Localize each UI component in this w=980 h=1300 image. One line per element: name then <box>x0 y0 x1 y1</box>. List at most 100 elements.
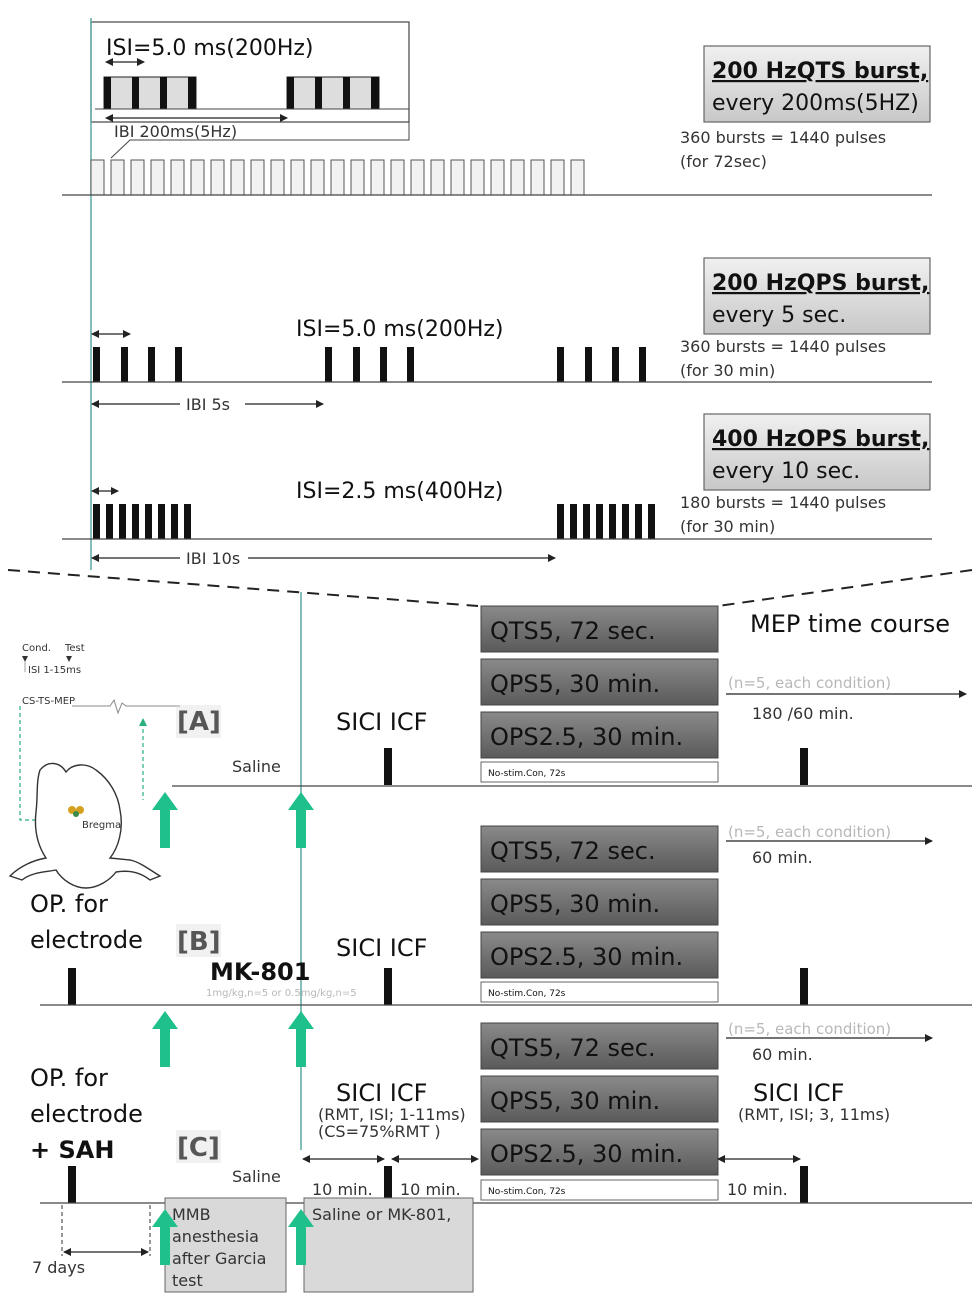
ops-pulse <box>622 504 629 539</box>
b-nostim-box <box>480 981 719 1003</box>
c-qps-box <box>480 1075 719 1123</box>
green-arrow-shaft <box>160 1025 170 1067</box>
qts-protocol-panel: ISI=5.0 ms(200Hz) IBI 200ms(5Hz) 200 HzQ… <box>62 18 932 570</box>
inset-test-label: Test <box>64 643 85 654</box>
qts-burst <box>450 159 465 196</box>
qts-title-line1: 200 HzQTS burst, <box>712 59 928 84</box>
qts-burst <box>410 159 425 196</box>
b-op-line2: electrode <box>30 926 143 954</box>
bregma-label: Bregma <box>82 820 121 831</box>
qts-burst <box>170 159 185 196</box>
qps-isi-label: ISI=5.0 ms(200Hz) <box>296 317 504 342</box>
c-interval1: 10 min. <box>312 1180 373 1199</box>
c-op-line1: OP. for <box>30 1064 108 1092</box>
c-qps-label: QPS5, 30 min. <box>490 1087 660 1115</box>
green-arrow-shaft <box>296 1025 306 1067</box>
green-arrow-shaft <box>160 806 170 848</box>
qts-burst <box>290 159 305 196</box>
c-interval2: 10 min. <box>400 1180 461 1199</box>
green-arrow-head <box>288 792 314 810</box>
qts-burst <box>490 159 505 196</box>
ops-isi-label: ISI=2.5 ms(400Hz) <box>296 479 504 504</box>
green-arrow-head <box>288 1011 314 1029</box>
ops-count: 180 bursts = 1440 pulses <box>680 493 886 512</box>
b-time-note: 60 min. <box>752 848 813 867</box>
zoom-dashed-right <box>717 569 973 607</box>
ops-pulse <box>609 504 616 539</box>
green-arrow-head <box>152 1011 178 1029</box>
c-op-line3: + SAH <box>30 1136 114 1164</box>
c-mmb-line3: after Garcia <box>172 1249 266 1268</box>
experiment-a-saline: Saline <box>232 757 281 776</box>
green-arrow-head <box>152 1209 178 1227</box>
qts-burst <box>230 159 245 196</box>
qps-protocol-panel: ISI=5.0 ms(200Hz) IBI 5s 200 HzQPS burst… <box>62 257 932 414</box>
c-mmb-line4: test <box>172 1271 203 1290</box>
c-sici-marker <box>384 1166 392 1203</box>
c-op-line2: electrode <box>30 1100 143 1128</box>
c-op-marker <box>68 1166 76 1203</box>
ops-pulse <box>635 504 642 539</box>
green-arrow-shaft <box>160 1223 170 1265</box>
c-sici-pre: SICI ICF <box>336 1079 427 1107</box>
ops-ibi-label: IBI 10s <box>186 549 240 568</box>
rat-illustration: Bregma <box>8 762 162 889</box>
green-arrow-shaft <box>296 1223 306 1265</box>
ops-protocol-panel: ISI=2.5 ms(400Hz) IBI 10s 400 HzOPS burs… <box>62 413 932 568</box>
inset-mep-label: CS-TS-MEP <box>22 696 75 707</box>
experiment-b-sici: SICI ICF <box>336 934 427 962</box>
c-mmb-line2: anesthesia <box>172 1227 259 1246</box>
qps-burst-2 <box>325 347 414 382</box>
b-nostim-label: No-stim.Con, 72s <box>488 989 566 999</box>
c-nostim-box <box>480 1179 719 1201</box>
experiment-b-tag: [B] <box>177 927 221 957</box>
green-arrow-head <box>152 792 178 810</box>
c-qts-label: QTS5, 72 sec. <box>490 1034 656 1062</box>
qts-burst <box>250 159 265 196</box>
ops-burst-2 <box>557 504 655 539</box>
ops-pulse <box>145 504 152 539</box>
a-qts-label: QTS5, 72 sec. <box>490 617 656 645</box>
qts-ibi-label: IBI 200ms(5Hz) <box>114 122 237 141</box>
a-nostim-label: No-stim.Con, 72s <box>488 769 566 779</box>
qps-ibi-label: IBI 5s <box>186 395 230 414</box>
b-n-note: (n=5, each condition) <box>728 823 891 841</box>
c-sici-pre-detail1: (RMT, ISI; 1-11ms) <box>318 1105 466 1124</box>
ops-title-line1: 400 HzOPS burst, <box>712 427 929 452</box>
c-sici-post: SICI ICF <box>753 1079 844 1107</box>
ops-pulse <box>132 504 139 539</box>
mep-time-course-title: MEP time course <box>750 610 950 638</box>
b-drug: MK-801 <box>210 958 310 986</box>
qts-burst <box>470 159 485 196</box>
qts-burst <box>530 159 545 196</box>
c-mmb-line1: MMB <box>172 1205 211 1224</box>
qps-duration: (for 30 min) <box>680 361 775 380</box>
qts-isi-label: ISI=5.0 ms(200Hz) <box>106 36 314 61</box>
green-up-arrow <box>288 1209 314 1265</box>
ops-duration: (for 30 min) <box>680 517 775 536</box>
experiment-a-sici: SICI ICF <box>336 708 427 736</box>
a-n-note: (n=5, each condition) <box>728 674 891 692</box>
qts-zoom-burst-1 <box>103 76 197 110</box>
qts-burst <box>110 159 125 196</box>
qps-burst-1 <box>93 347 182 382</box>
ops-pulse <box>570 504 577 539</box>
a-qps-box <box>480 658 719 706</box>
qps-count: 360 bursts = 1440 pulses <box>680 337 886 356</box>
ops-pulse <box>119 504 126 539</box>
ops-pulse <box>184 504 191 539</box>
a-ops-box <box>480 711 719 759</box>
ops-pulse <box>93 504 100 539</box>
c-sici-pre-detail2: (CS=75%RMT ) <box>318 1122 441 1141</box>
c-mmb-box <box>164 1197 287 1293</box>
c-time-note: 60 min. <box>752 1045 813 1064</box>
a-ops-label: OPS2.5, 30 min. <box>490 723 683 751</box>
c-saline: Saline <box>232 1167 281 1186</box>
ops-pulse <box>596 504 603 539</box>
qps-burst-3 <box>557 347 646 382</box>
ops-pulse <box>648 504 655 539</box>
c-end-marker <box>800 1166 808 1203</box>
ops-title-line2: every 10 sec. <box>712 459 860 484</box>
qts-zoom-burst-2 <box>286 76 380 110</box>
